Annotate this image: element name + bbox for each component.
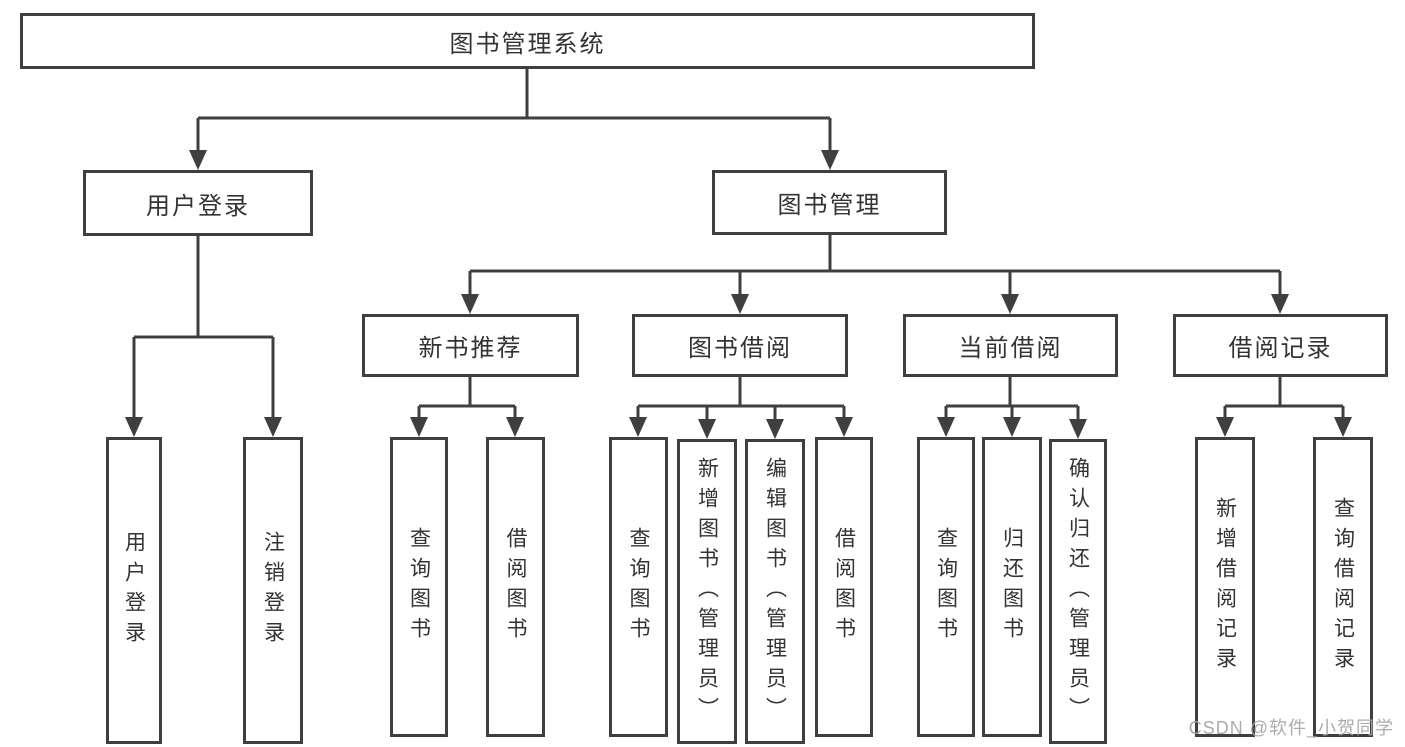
connector-segments [132, 69, 1345, 419]
node-label: 查询借阅记录 [1331, 497, 1355, 677]
node-label: 查询图书 [407, 527, 431, 647]
node-new-book-recommendation: 新书推荐 [362, 314, 579, 377]
node-label: 新书推荐 [418, 335, 523, 362]
node-borrowing-add-books-admin: 新增图书（管理员） [677, 439, 737, 744]
node-label: 图书借阅 [688, 335, 792, 362]
node-records-add-record: 新增借阅记录 [1195, 437, 1255, 737]
node-label: 新增图书（管理员） [695, 456, 719, 727]
node-current-return-books: 归还图书 [982, 437, 1042, 737]
node-logout-leaf: 注销登录 [243, 437, 303, 744]
node-user-login-leaf: 用户登录 [106, 437, 162, 744]
arrowheads [125, 150, 1352, 439]
node-label: 查询图书 [934, 527, 958, 647]
node-book-borrowing: 图书借阅 [632, 314, 848, 377]
node-library-management-system: 图书管理系统 [20, 13, 1035, 69]
node-borrowing-records: 借阅记录 [1173, 314, 1388, 377]
node-newbooks-query-books: 查询图书 [390, 437, 448, 737]
node-label: 借阅图书 [504, 527, 527, 647]
node-label: 图书管理系统 [449, 30, 606, 58]
node-user-login: 用户登录 [83, 170, 313, 236]
node-current-query-books: 查询图书 [917, 437, 975, 737]
node-label: 借阅记录 [1228, 335, 1333, 362]
node-label: 用户登录 [146, 192, 250, 220]
node-current-confirm-return-admin: 确认归还（管理员） [1049, 439, 1107, 744]
node-borrowing-query-books: 查询图书 [609, 437, 668, 737]
node-label: 查询图书 [627, 527, 650, 647]
node-borrowing-borrow-books: 借阅图书 [815, 437, 873, 737]
node-label: 图书管理 [777, 192, 882, 219]
node-newbooks-borrow-books: 借阅图书 [486, 437, 545, 737]
node-label: 新增借阅记录 [1213, 497, 1237, 677]
node-label: 确认归还（管理员） [1066, 456, 1090, 727]
node-label: 借阅图书 [832, 527, 856, 647]
node-records-query-record: 查询借阅记录 [1313, 437, 1373, 737]
node-book-management: 图书管理 [712, 170, 947, 235]
node-label: 编辑图书（管理员） [763, 456, 787, 727]
node-label: 注销登录 [261, 530, 285, 651]
node-label: 当前借阅 [958, 335, 1063, 362]
node-current-borrowing: 当前借阅 [903, 314, 1118, 377]
node-label: 用户登录 [122, 530, 146, 651]
node-borrowing-edit-books-admin: 编辑图书（管理员） [745, 439, 805, 744]
csdn-watermark: CSDN @软件_小贺同学 [1188, 718, 1394, 738]
node-label: 归还图书 [1000, 527, 1024, 647]
